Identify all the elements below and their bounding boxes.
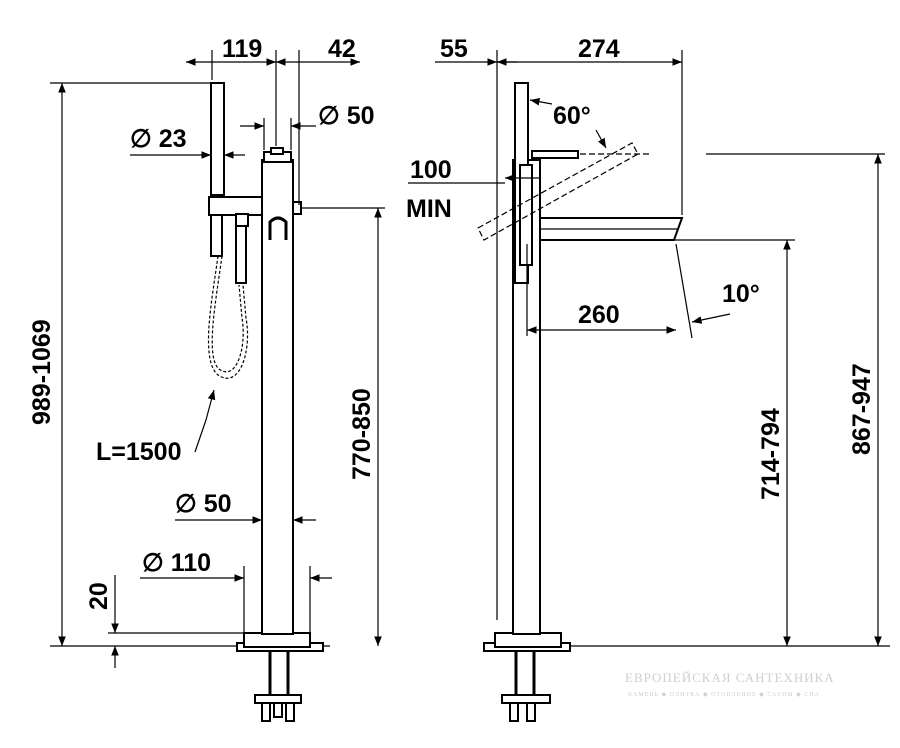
mounting-bracket-front: [254, 694, 302, 704]
dim-989-1069: 989-1069: [28, 319, 56, 425]
dim-angle-10: 10°: [722, 280, 760, 308]
dim-260: 260: [578, 301, 620, 329]
watermark-subtitle: КАМЕНЬ ◆ ПЛИТКА ◆ ОТОПЛЕНИЕ ◆ САУНЫ ◆ СП…: [628, 692, 820, 698]
side-view: 55 274 60° 100 MIN 10° 260 714-794 867-9…: [406, 35, 890, 722]
hand-shower-handle: [210, 214, 223, 257]
dim-dia-110: ∅ 110: [142, 549, 211, 577]
shower-hose: [207, 255, 249, 379]
front-view: 119 42 ∅ 50 ∅ 23 989-1069 L=1500 770-850…: [28, 35, 385, 722]
hose-connector-front: [235, 225, 247, 284]
hand-shower-head: [210, 82, 225, 196]
watermark: ЕВРОПЕЙСКАЯ САНТЕХНИКА КАМЕНЬ ◆ ПЛИТКА ◆…: [625, 670, 835, 698]
shower-holder-front: [208, 196, 263, 216]
mounting-bracket-side: [501, 694, 551, 704]
dim-274: 274: [578, 35, 620, 63]
dim-20: 20: [85, 582, 113, 610]
dim-770-850: 770-850: [348, 388, 376, 480]
dim-hose-length: L=1500: [96, 438, 182, 466]
column-front: [261, 159, 294, 635]
dim-119: 119: [222, 35, 262, 63]
mixer-lever: [531, 150, 579, 159]
dim-min: MIN: [406, 195, 452, 223]
dim-100: 100: [410, 156, 452, 184]
dim-867-947: 867-947: [848, 363, 876, 455]
dim-dia-50-top: ∅ 50: [318, 102, 375, 130]
lever-lifted-outline: [477, 142, 639, 241]
dim-angle-60: 60°: [553, 102, 591, 130]
base-rosette-front: [243, 632, 311, 648]
dim-714-794: 714-794: [757, 408, 785, 500]
base-rosette-side: [494, 632, 562, 648]
dim-dia-23: ∅ 23: [130, 125, 187, 153]
watermark-title: ЕВРОПЕЙСКАЯ САНТЕХНИКА: [625, 670, 835, 685]
dim-dia-50-column: ∅ 50: [175, 490, 232, 518]
dim-55: 55: [440, 35, 468, 63]
dim-42: 42: [328, 35, 356, 63]
